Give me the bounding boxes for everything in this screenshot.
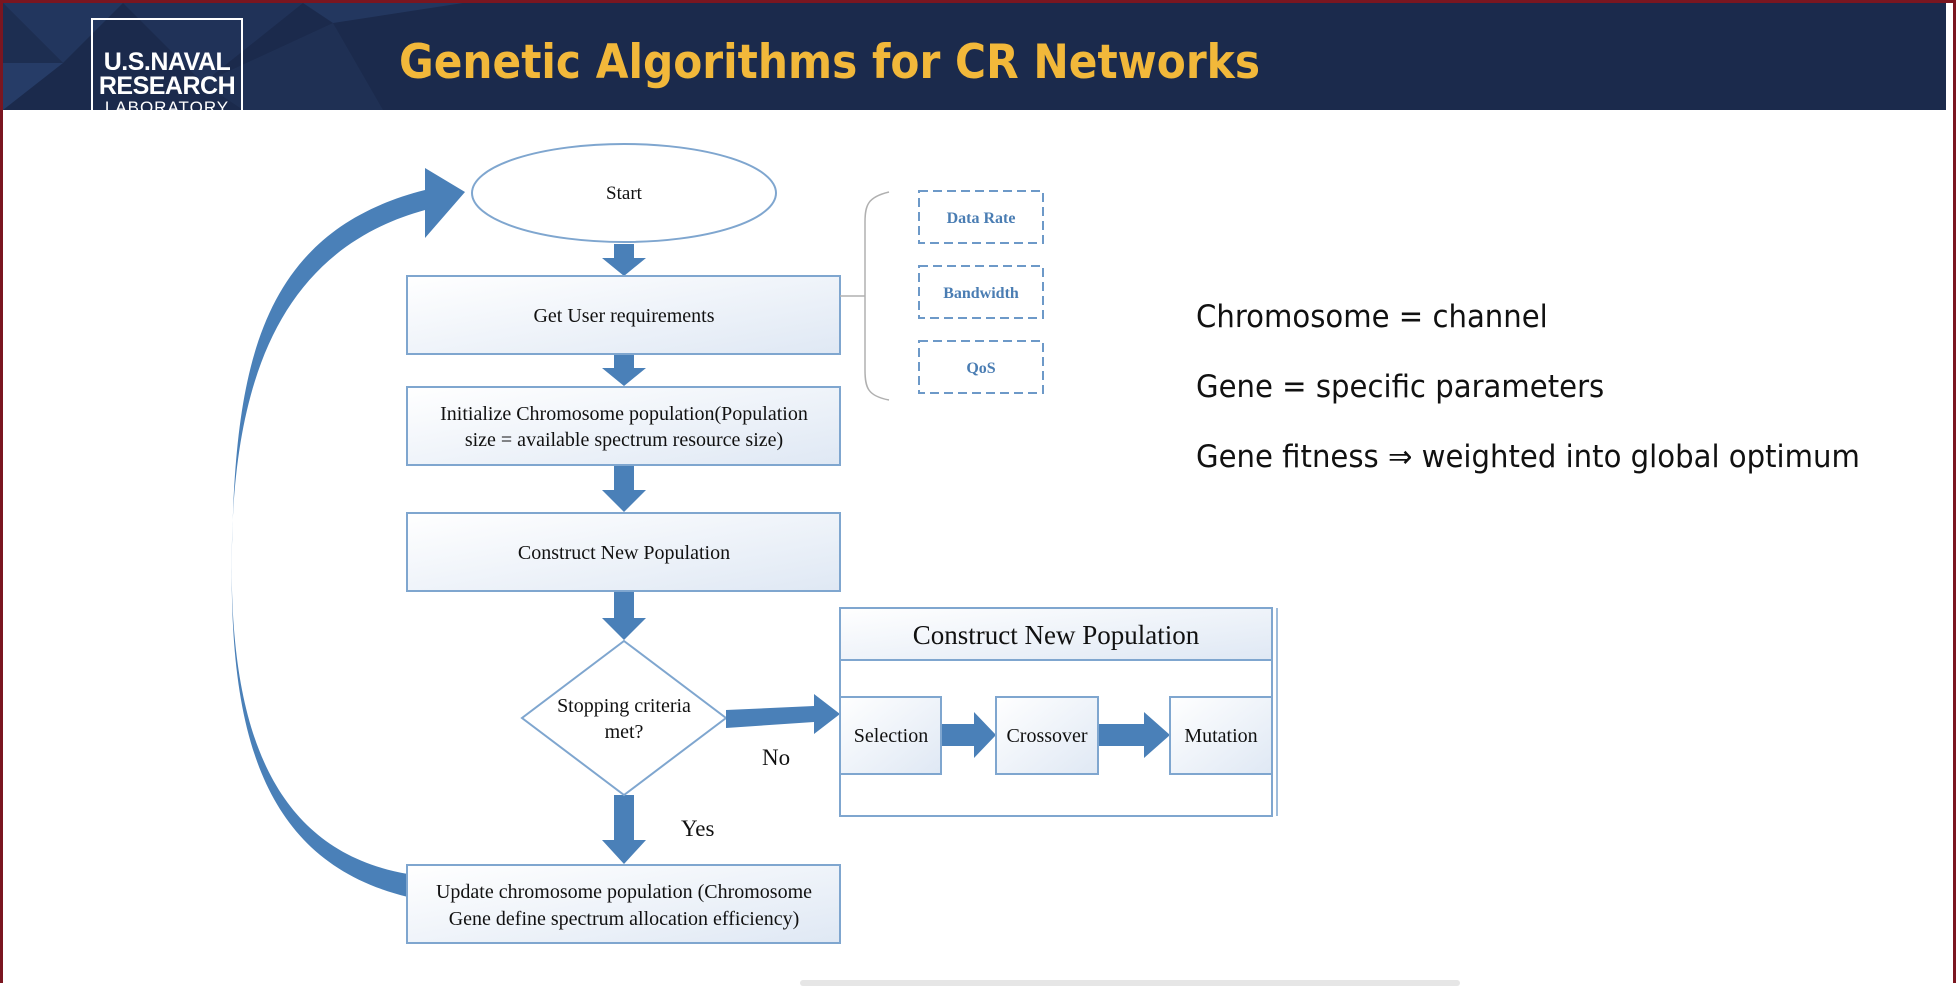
nrl-logo: U.S.NAVAL RESEARCH LABORATORY [91,18,243,110]
definitions-list: Chromosome = channel Gene = specific par… [1196,297,1902,507]
requirement-data-rate-box [918,190,1044,244]
update-population-label-line2: Gene define spectrum allocation efficien… [449,908,800,930]
arrow-decision-to-update [602,795,646,864]
get-requirements-box [406,275,841,355]
construct-population-label: Construct New Population [518,542,730,564]
logo-text-line2: RESEARCH [98,72,236,100]
subprocess-title-box [839,607,1273,661]
requirement-data-rate-label: Data Rate [947,210,1016,227]
stopping-criteria-decision [520,639,728,797]
arrow-crossover-to-mutation [1099,712,1170,758]
requirement-bandwidth-label: Bandwidth [943,285,1019,302]
definition-chromosome: Chromosome = channel [1196,299,1548,335]
decision-label-line1: Stopping criteria [557,695,691,717]
definition-gene: Gene = specific parameters [1196,369,1605,405]
arrow-decision-no [726,694,840,734]
update-population-label-line1: Update chromosome population (Chromosome [436,881,812,903]
yes-label: Yes [681,816,715,841]
bottom-scroll-indicator [800,980,1460,986]
header-background-facets [3,3,463,110]
arrow-start-to-requirements [602,244,646,276]
step-crossover-box [995,696,1099,775]
no-label: No [762,745,790,770]
arrow-init-to-construct [602,466,646,512]
init-population-label-line1: Initialize Chromosome population(Populat… [440,403,808,425]
step-mutation-label: Mutation [1184,725,1257,747]
definition-gene-fitness: Gene fitness ⇒ weighted into global opti… [1196,439,1860,475]
decision-label-line2: met? [605,721,644,743]
step-selection-label: Selection [854,725,928,747]
update-population-box [406,864,841,944]
requirement-qos-box [918,340,1044,394]
get-requirements-label: Get User requirements [533,305,714,327]
step-mutation-box [1169,696,1273,775]
requirement-qos-label: QoS [966,360,995,377]
slide-header: U.S.NAVAL RESEARCH LABORATORY Genetic Al… [3,3,1946,110]
slide-title: Genetic Algorithms for CR Networks [399,35,1261,90]
step-crossover-label: Crossover [1006,725,1087,747]
construct-population-box [406,512,841,592]
init-population-box [406,386,841,466]
requirement-bandwidth-box [918,265,1044,319]
start-node [471,143,777,243]
logo-text-line1: U.S.NAVAL [103,48,231,76]
requirements-brace [864,191,890,401]
start-label: Start [606,183,643,204]
arrow-construct-to-decision [602,592,646,640]
arrow-requirements-to-init [602,355,646,386]
logo-text-line3: LABORATORY [104,98,230,111]
init-population-label-line2: size = available spectrum resource size) [465,429,783,451]
arrow-selection-to-crossover [942,712,996,758]
subprocess-title: Construct New Population [913,620,1200,650]
step-selection-box [839,696,942,775]
